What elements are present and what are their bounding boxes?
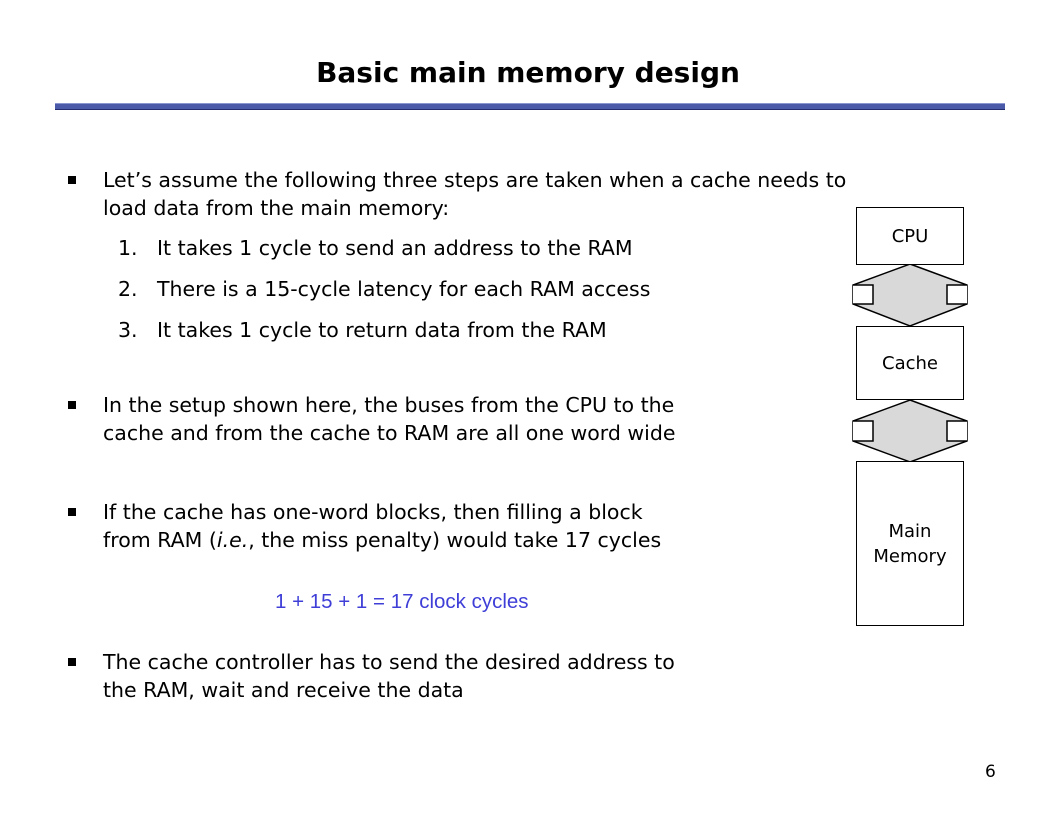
step-2-number: 2. <box>118 277 138 301</box>
bullet-3: If the cache has one-word blocks, then f… <box>68 498 808 554</box>
bullet-1-line-2: load data from the main memory: <box>103 196 450 220</box>
cpu-box: CPU <box>856 207 964 265</box>
step-3: 3. It takes 1 cycle to return data from t… <box>118 316 607 344</box>
bullet-square-icon <box>68 176 76 184</box>
step-3-number: 3. <box>118 318 138 342</box>
step-2-text: There is a 15-cycle latency for each RAM… <box>157 277 651 301</box>
cache-memory-bus-right-bracket <box>946 420 967 442</box>
bullet-3-line-2: from RAM (i.e., the miss penalty) would … <box>103 526 808 554</box>
bullet-4: The cache controller has to send the des… <box>68 648 808 704</box>
title-underline-bar <box>55 103 1005 110</box>
cpu-cache-bus-right-bracket <box>946 284 967 305</box>
bullet-3-line-2-end: , the miss penalty) would take 17 cycles <box>248 528 662 552</box>
bullet-3-line-2-start: from RAM ( <box>103 528 217 552</box>
bullet-1: Let’s assume the following three steps a… <box>68 166 988 222</box>
cache-box: Cache <box>856 326 964 400</box>
bullet-1-line-1: Let’s assume the following three steps a… <box>103 168 847 192</box>
slide-title: Basic main memory design <box>316 56 740 89</box>
bullet-2-line-2: cache and from the cache to RAM are all … <box>103 421 676 445</box>
cycle-formula: 1 + 15 + 1 = 17 clock cycles <box>275 590 529 613</box>
cache-label: Cache <box>882 352 938 374</box>
cpu-label: CPU <box>891 225 929 247</box>
cpu-cache-bus-left-bracket <box>853 284 874 305</box>
step-1: 1. It takes 1 cycle to send an address to… <box>118 234 633 262</box>
bullet-square-icon <box>68 508 76 516</box>
step-3-text: It takes 1 cycle to return data from the… <box>157 318 607 342</box>
bullet-square-icon <box>68 401 76 409</box>
step-1-text: It takes 1 cycle to send an address to t… <box>157 236 633 260</box>
main-memory-label-line-2: Memory <box>873 545 947 567</box>
main-memory-label: Main Memory <box>873 519 946 569</box>
bullet-3-ie-emphasis: i.e. <box>216 528 249 552</box>
bullet-2: In the setup shown here, the buses from … <box>68 391 808 447</box>
bullet-3-line-1: If the cache has one-word blocks, then f… <box>103 500 643 524</box>
bullet-2-line-1: In the setup shown here, the buses from … <box>103 393 675 417</box>
bullet-4-line-2: the RAM, wait and receive the data <box>103 678 464 702</box>
step-1-number: 1. <box>118 236 138 260</box>
main-memory-box: Main Memory <box>856 461 964 626</box>
bullet-4-line-1: The cache controller has to send the des… <box>103 650 675 674</box>
bullet-square-icon <box>68 658 76 666</box>
cache-memory-bus-left-bracket <box>853 420 874 442</box>
page-number: 6 <box>985 762 996 782</box>
main-memory-label-line-1: Main <box>888 520 932 542</box>
step-2: 2. There is a 15-cycle latency for each R… <box>118 275 650 303</box>
